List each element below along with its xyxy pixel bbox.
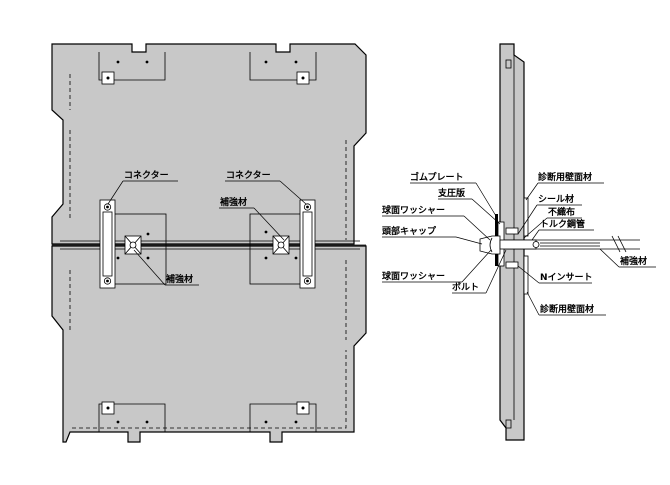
bolt-shank [499, 239, 537, 250]
lower-panel-dashed-outline [69, 260, 347, 429]
label-reinforcement-bottom: 補強材 [165, 273, 193, 285]
break-mark [611, 235, 627, 253]
label-support-plate: 支圧版 [437, 187, 465, 199]
left-connector-bracket [99, 199, 116, 289]
label-seal-material: シール材 [538, 193, 574, 205]
label-connector-left: コネクター [124, 169, 169, 181]
label-rubber-plate: ゴムプレート [410, 171, 463, 183]
label-reinforcement: 補強材 [619, 255, 647, 267]
top-left-recess [98, 52, 166, 85]
label-bolt: ボルト [452, 281, 479, 293]
left-connector-assembly [99, 199, 167, 289]
label-nonwoven: 不織布 [548, 206, 575, 218]
upper-wall-panel [51, 43, 367, 245]
upper-panel-dashed-outline [69, 74, 347, 240]
label-reinforcement-top: 補強材 [219, 196, 247, 208]
label-diagnostic-wall-top: 診断用壁面材 [538, 171, 592, 183]
label-head-cap: 頭部キャップ [382, 225, 437, 237]
lower-wall-panel [51, 245, 367, 443]
bottom-left-recess [98, 401, 166, 432]
bottom-right-recess [249, 401, 317, 432]
label-spherical-washer-top: 球面ワッシャー [382, 204, 445, 216]
n-insert-upper [505, 227, 519, 235]
front-view: コネクター コネクター 補強材 補強材 [51, 43, 367, 443]
label-n-insert: Nインサート [540, 272, 593, 283]
section-view: ゴムプレート 支圧版 球面ワッシャー 頭部キャップ 球面ワッシャー ボルト 診断… [382, 43, 656, 441]
label-torque-pipe: トルク鋼管 [540, 218, 585, 230]
torque-pipe-end [532, 241, 540, 248]
right-connector-assembly [249, 199, 316, 289]
diagnostic-wall-board-bottom [523, 255, 529, 295]
n-insert-lower [505, 261, 519, 269]
spherical-washer [489, 237, 493, 253]
diagnostic-wall-board-top [523, 197, 529, 237]
top-right-recess [249, 52, 317, 85]
right-connector-bracket [299, 199, 316, 289]
label-connector-right: コネクター [226, 169, 271, 181]
label-diagnostic-wall-bottom: 診断用壁面材 [540, 303, 594, 315]
label-spherical-washer-bottom: 球面ワッシャー [382, 270, 445, 282]
